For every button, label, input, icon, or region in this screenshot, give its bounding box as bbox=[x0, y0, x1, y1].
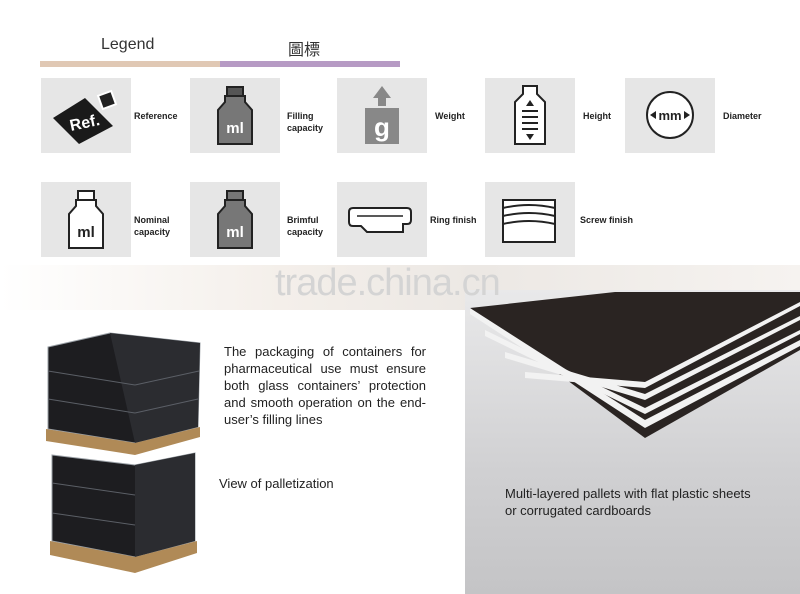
legend-bar-right bbox=[220, 61, 400, 67]
ml-bottle-brimful-icon: ml bbox=[190, 182, 280, 257]
svg-text:mm: mm bbox=[658, 108, 681, 123]
legend-title-en: Legend bbox=[101, 36, 155, 53]
legend-bar-left bbox=[40, 61, 220, 67]
label-height: Height bbox=[583, 111, 611, 121]
svg-text:ml: ml bbox=[77, 224, 95, 241]
label-reference: Reference bbox=[134, 111, 178, 121]
ref-icon: Ref. bbox=[41, 78, 131, 153]
palletization-photo bbox=[40, 325, 205, 580]
svg-text:ml: ml bbox=[226, 120, 244, 137]
ml-bottle-outline-icon: ml bbox=[41, 182, 131, 257]
label-filling-capacity: Filling capacity bbox=[287, 111, 324, 133]
label-weight: Weight bbox=[435, 111, 465, 121]
label-ring-finish: Ring finish bbox=[430, 215, 477, 225]
height-icon bbox=[485, 78, 575, 153]
svg-text:Ref.: Ref. bbox=[68, 112, 101, 135]
svg-text:g: g bbox=[374, 112, 390, 142]
palletization-caption: View of palletization bbox=[219, 476, 334, 491]
ring-finish-icon bbox=[337, 182, 427, 257]
svg-text:ml: ml bbox=[226, 224, 244, 241]
label-nominal-capacity: Nominal capacity bbox=[134, 215, 171, 237]
multilayer-pallet-photo bbox=[465, 290, 800, 440]
label-screw-finish: Screw finish bbox=[580, 215, 634, 225]
weight-icon: g bbox=[337, 78, 427, 153]
pallet-caption: Multi-layered pallets with flat plastic … bbox=[505, 486, 751, 518]
label-brimful-capacity: Brimful capacity bbox=[287, 215, 324, 237]
label-diameter: Diameter bbox=[723, 111, 762, 121]
ml-bottle-dark-icon: ml bbox=[190, 78, 280, 153]
watermark: trade.china.cn bbox=[275, 262, 501, 304]
legend-title-zh: 圖標 bbox=[288, 42, 321, 59]
packaging-text: The packaging of containers for pharmace… bbox=[224, 344, 426, 427]
screw-finish-icon bbox=[485, 182, 575, 257]
diameter-icon: mm bbox=[625, 78, 715, 153]
